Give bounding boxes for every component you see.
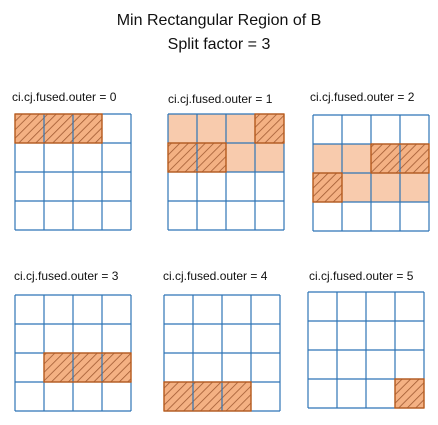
panel-label-0: ci.cj.fused.outer = 0 <box>12 90 117 104</box>
hatched-cell <box>164 382 193 411</box>
diagram-subtitle: Split factor = 3 <box>167 36 271 53</box>
highlight-cell <box>226 114 255 143</box>
hatched-region-border <box>167 142 227 173</box>
hatched-cell <box>371 144 400 173</box>
hatched-region-border <box>312 172 343 203</box>
highlight-cell <box>371 173 400 202</box>
hatched-region-border <box>254 113 285 144</box>
hatched-cell <box>222 382 251 411</box>
hatched-cell <box>193 382 222 411</box>
hatched-cell <box>44 114 73 143</box>
hatched-cell <box>168 143 197 172</box>
highlight-cell <box>226 143 255 172</box>
hatched-cell <box>400 144 429 173</box>
grid-panel-4 <box>163 294 281 412</box>
panel-label-3: ci.cj.fused.outer = 3 <box>14 269 119 283</box>
hatched-cell <box>197 143 226 172</box>
highlight-cell <box>342 144 371 173</box>
grid-panel-5 <box>307 291 425 409</box>
highlight-cell <box>255 143 284 172</box>
hatched-region-border <box>43 352 132 383</box>
hatched-cell <box>73 353 102 382</box>
hatched-cell <box>102 353 131 382</box>
highlight-cell <box>168 114 197 143</box>
hatched-cell <box>15 114 44 143</box>
hatched-cell <box>73 114 102 143</box>
grid-panel-0 <box>14 113 132 231</box>
hatched-region-border <box>394 378 425 409</box>
hatched-region-border <box>163 381 252 412</box>
hatched-cell <box>313 173 342 202</box>
panel-label-2: ci.cj.fused.outer = 2 <box>310 90 415 104</box>
hatched-region-border <box>370 143 430 174</box>
hatched-region-border <box>14 113 103 144</box>
grid-panel-2 <box>312 114 430 232</box>
panel-label-4: ci.cj.fused.outer = 4 <box>163 269 268 283</box>
grid-panel-3 <box>14 294 132 412</box>
hatched-cell <box>395 379 424 408</box>
diagram-title: Min Rectangular Region of B <box>116 12 322 29</box>
highlight-cell <box>313 144 342 173</box>
hatched-cell <box>44 353 73 382</box>
grid-panel-1 <box>167 113 285 231</box>
highlight-cell <box>197 114 226 143</box>
highlight-cell <box>400 173 429 202</box>
hatched-cell <box>255 114 284 143</box>
highlight-cell <box>342 173 371 202</box>
panel-label-5: ci.cj.fused.outer = 5 <box>309 269 414 283</box>
panel-label-1: ci.cj.fused.outer = 1 <box>168 92 273 106</box>
